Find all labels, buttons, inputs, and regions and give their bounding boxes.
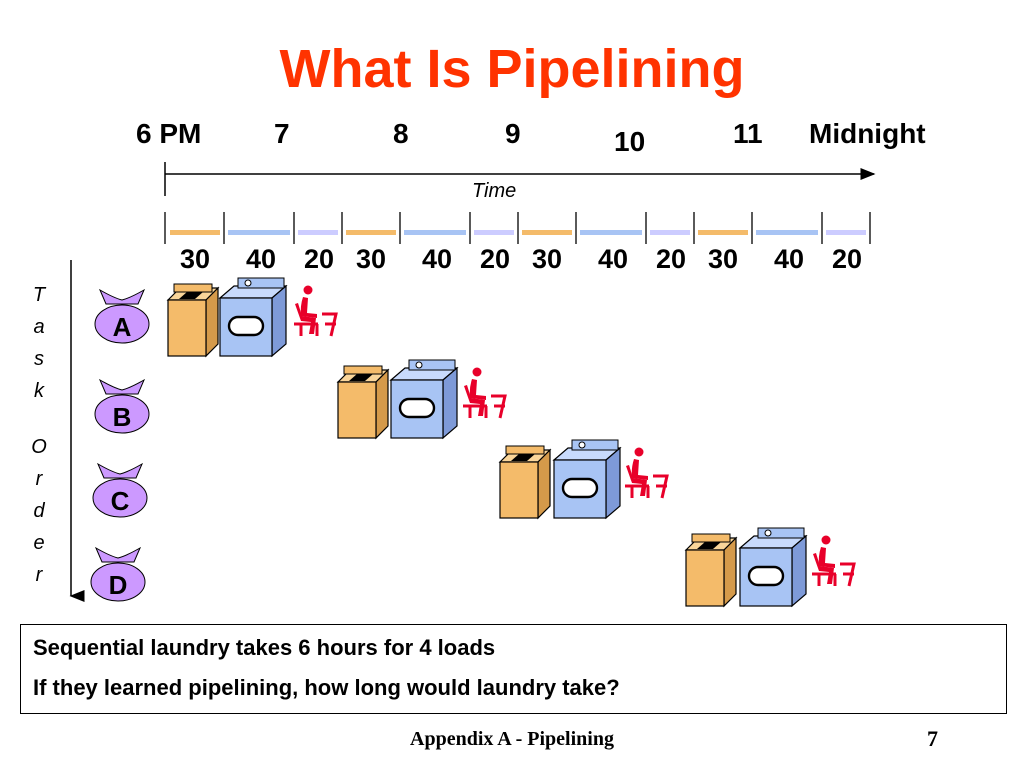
washer-icon xyxy=(499,445,551,519)
dryer-icon xyxy=(389,358,459,440)
duration-bars xyxy=(170,230,866,235)
task-axis-letter: k xyxy=(34,380,44,402)
task-axis-letter: e xyxy=(33,532,45,554)
task-label-c: C xyxy=(111,486,130,516)
task-label-b: B xyxy=(113,402,132,432)
folder-person-icon xyxy=(461,366,507,420)
hour-label-9: 9 xyxy=(505,118,521,149)
folder-person-icon xyxy=(623,446,669,500)
hour-label-11: 11 xyxy=(733,118,763,149)
folder-person-icon xyxy=(810,534,856,588)
page-number: 7 xyxy=(927,726,938,751)
task-bag-c: C xyxy=(92,463,148,518)
washer-icon xyxy=(167,283,219,357)
duration-tick-marks xyxy=(164,212,871,244)
duration-label: 40 xyxy=(421,244,453,274)
task-axis-letter: T xyxy=(32,284,46,306)
hour-label-10: 10 xyxy=(614,126,646,157)
time-axis-label: Time xyxy=(472,180,517,202)
duration-label: 20 xyxy=(655,244,687,274)
slide-title: What Is Pipelining xyxy=(279,39,745,99)
duration-label: 30 xyxy=(531,244,563,274)
pipeline-diagram: A B C D xyxy=(69,162,876,608)
duration-label: 20 xyxy=(303,244,335,274)
dryer-icon xyxy=(218,276,288,358)
task-axis-letter: d xyxy=(33,500,45,522)
duration-label: 20 xyxy=(479,244,511,274)
task-label-d: D xyxy=(109,570,128,600)
folder-person-icon xyxy=(292,284,338,338)
hour-label-6pm: 6 PM xyxy=(136,118,202,149)
duration-label: 30 xyxy=(355,244,387,274)
hour-label-midnight: Midnight xyxy=(809,118,926,149)
task-bag-d: D xyxy=(90,547,146,602)
task-label-a: A xyxy=(113,312,132,342)
duration-label: 30 xyxy=(179,244,211,274)
hour-label-7: 7 xyxy=(274,118,290,149)
duration-label: 40 xyxy=(245,244,277,274)
duration-label: 20 xyxy=(831,244,863,274)
dryer-icon xyxy=(738,526,808,608)
task-axis-letter: r xyxy=(35,468,43,490)
duration-label: 40 xyxy=(773,244,805,274)
washer-icon xyxy=(337,365,389,439)
footer-text: Appendix A - Pipelining xyxy=(410,728,614,750)
duration-label: 30 xyxy=(707,244,739,274)
washer-icon xyxy=(685,533,737,607)
task-axis-letter: s xyxy=(34,348,44,370)
dryer-icon xyxy=(552,438,622,520)
textbox-line-1: Sequential laundry takes 6 hours for 4 l… xyxy=(33,635,496,660)
task-axis-letter: O xyxy=(31,436,47,458)
duration-label: 40 xyxy=(597,244,629,274)
hour-label-8: 8 xyxy=(393,118,409,149)
task-bag-b: B xyxy=(94,379,150,434)
task-axis-letter: a xyxy=(33,316,45,338)
task-bag-a: A xyxy=(94,289,150,344)
question-textbox: Sequential laundry takes 6 hours for 4 l… xyxy=(20,624,1007,714)
task-axis-letter: r xyxy=(35,564,43,586)
textbox-line-2: If they learned pipelining, how long wou… xyxy=(33,675,620,700)
